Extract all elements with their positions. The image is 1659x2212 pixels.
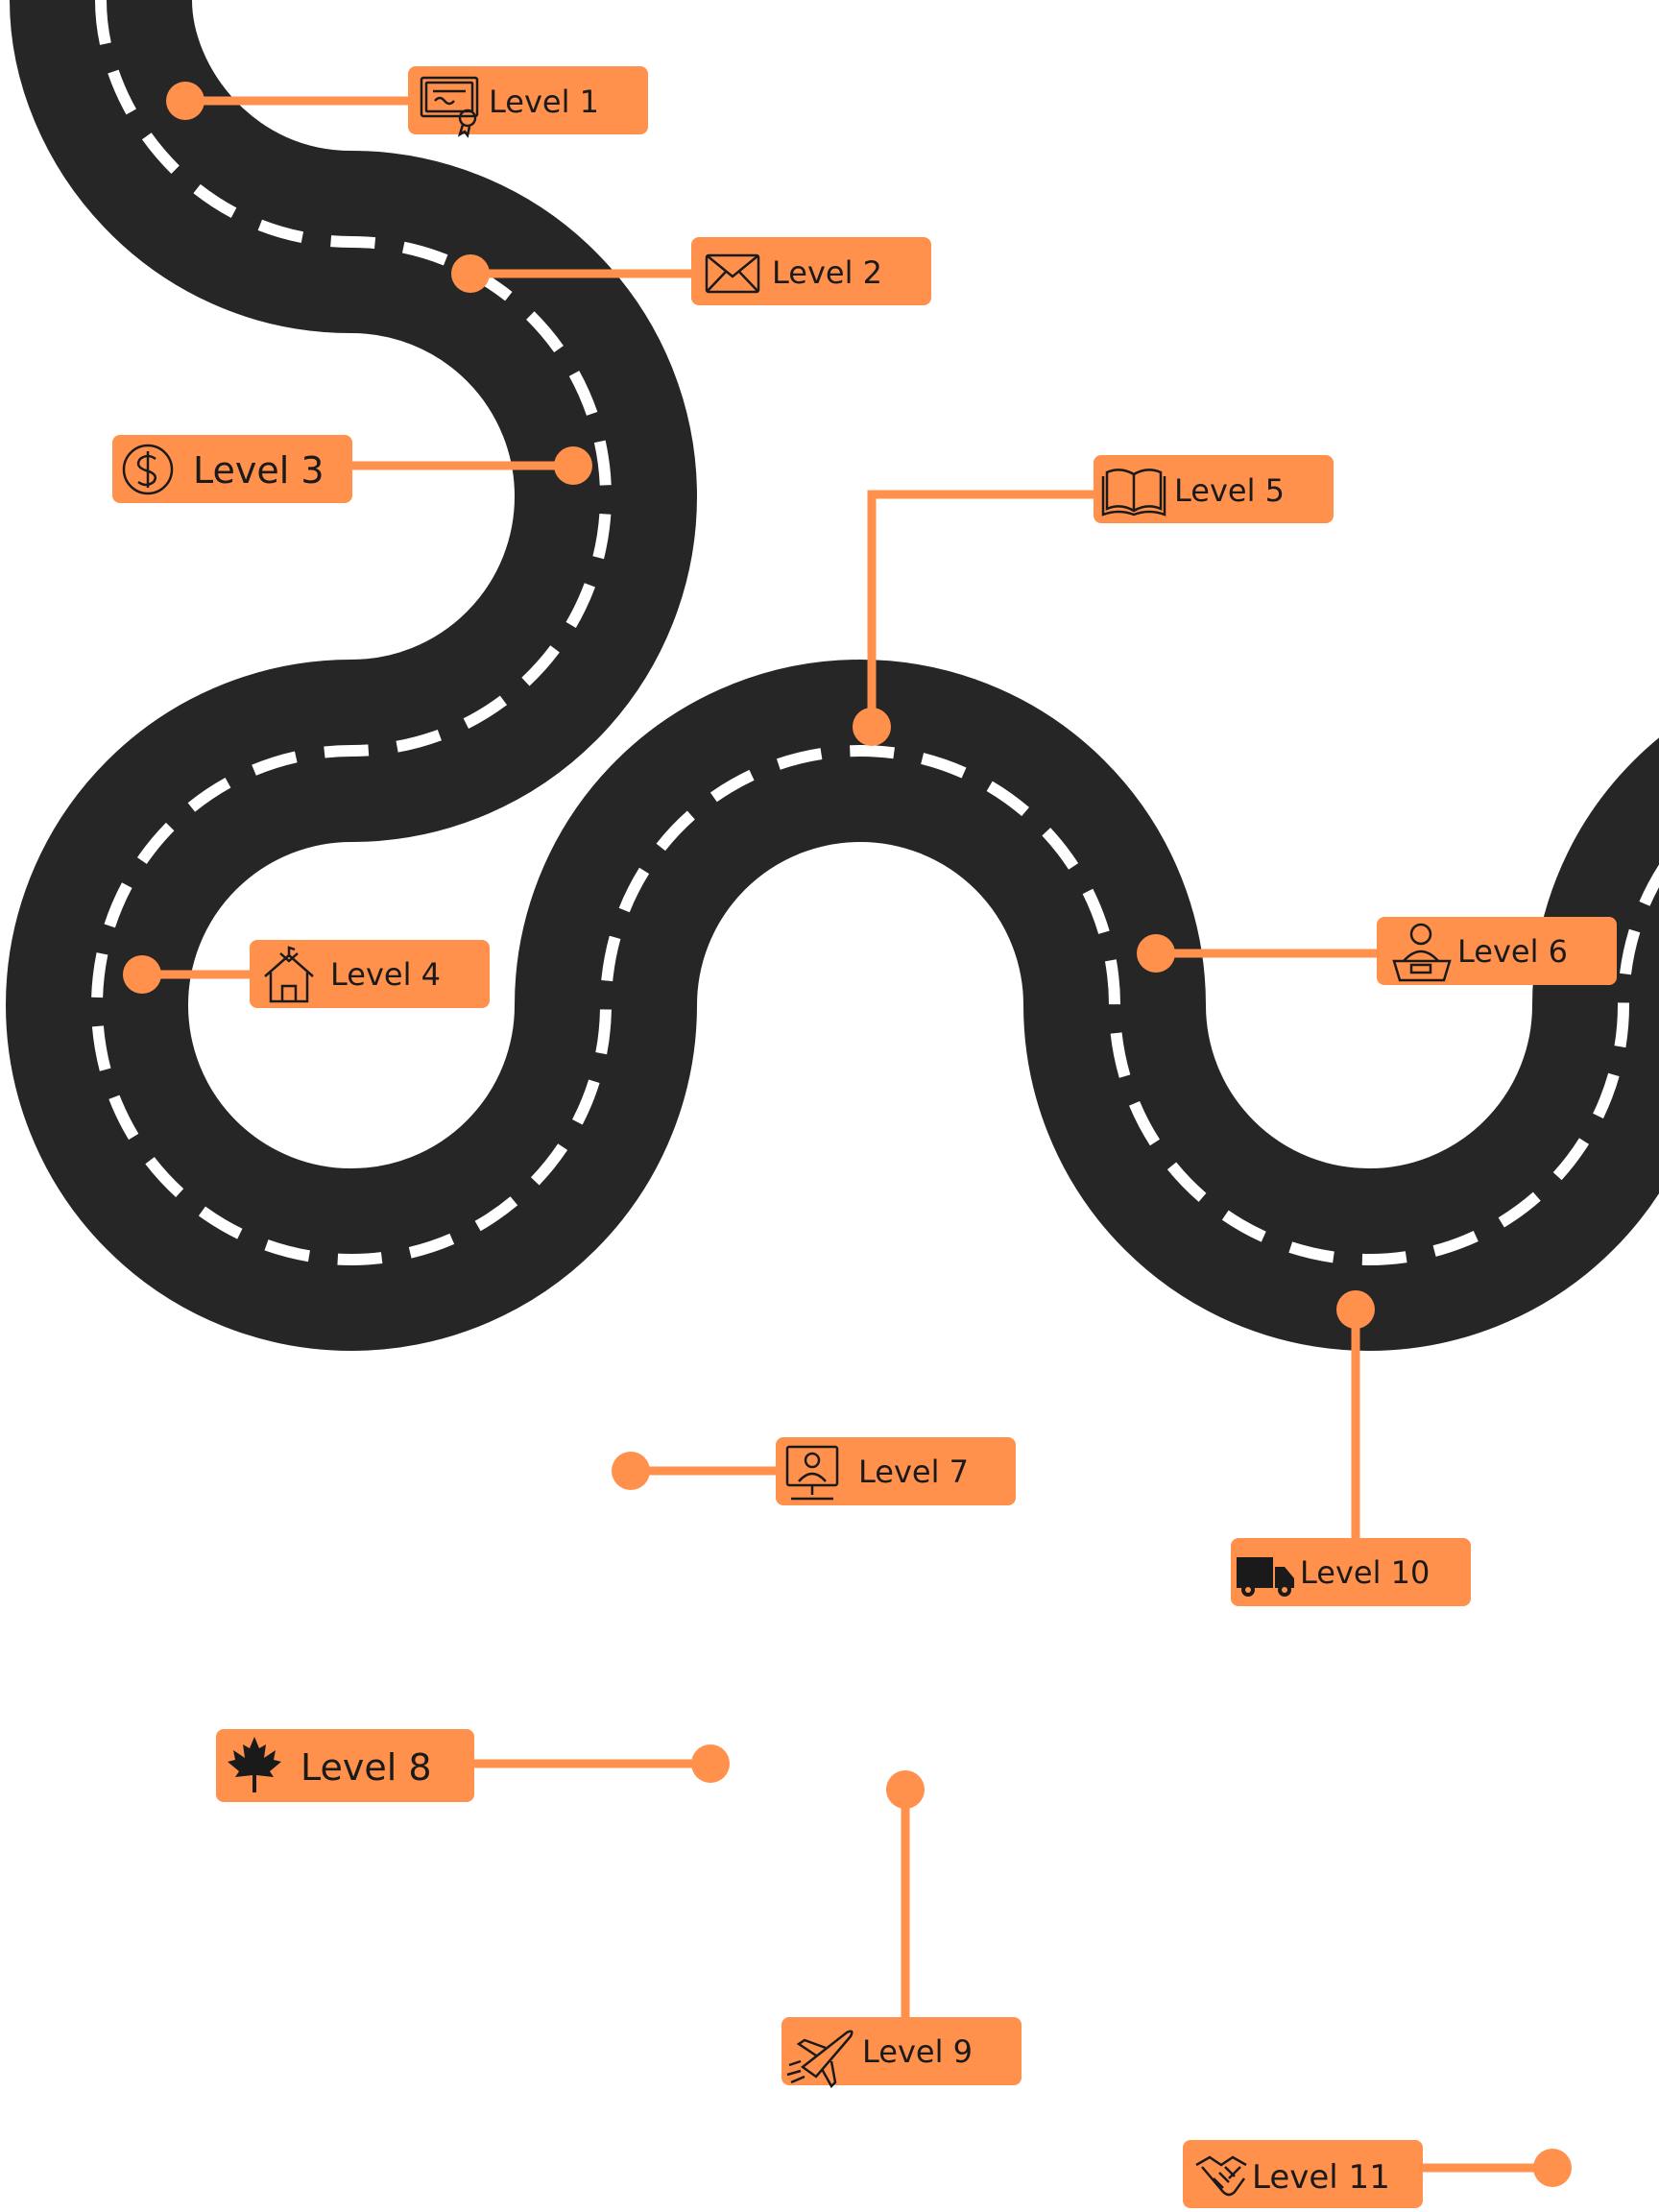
level-6-marker bbox=[1137, 934, 1175, 973]
level-8-text: Level 8 bbox=[301, 1746, 432, 1789]
level-9-text: Level 9 bbox=[862, 2033, 973, 2070]
level-11-text: Level 11 bbox=[1252, 2158, 1390, 2197]
level-5-text: Level 5 bbox=[1174, 472, 1285, 509]
level-5-connector bbox=[867, 490, 1094, 727]
open-book-icon bbox=[1101, 469, 1166, 517]
road bbox=[6, 0, 1659, 1351]
airplane-icon bbox=[786, 2030, 854, 2089]
delivery-truck-icon bbox=[1237, 1557, 1294, 1597]
level-10-marker bbox=[1336, 1290, 1375, 1329]
level-7-label: Level 7 bbox=[776, 1437, 1016, 1505]
level-9-label: Level 9 bbox=[781, 2017, 1022, 2089]
level-3-box bbox=[112, 435, 352, 503]
level-1-text: Level 1 bbox=[489, 84, 599, 120]
level-6-text: Level 6 bbox=[1457, 933, 1568, 970]
level-10-text: Level 10 bbox=[1300, 1554, 1430, 1591]
level-1-marker bbox=[166, 82, 204, 120]
level-6-label: Level 6 bbox=[1377, 917, 1617, 985]
level-6-box bbox=[1377, 917, 1617, 985]
level-7-marker bbox=[612, 1452, 650, 1490]
level-8-marker bbox=[691, 1744, 730, 1783]
level-5-marker bbox=[853, 708, 891, 746]
level-2-text: Level 2 bbox=[772, 254, 882, 291]
level-2-marker bbox=[451, 254, 490, 293]
level-4-label: Level 4 bbox=[250, 940, 490, 1008]
certificate-icon bbox=[420, 76, 479, 138]
level-4-text: Level 4 bbox=[330, 956, 441, 993]
level-9-marker bbox=[886, 1770, 925, 1809]
envelope-icon bbox=[705, 253, 760, 294]
level-2-label: Level 2 bbox=[691, 237, 931, 305]
handshake-icon bbox=[1195, 2155, 1247, 2197]
level-10-label: Level 10 bbox=[1231, 1538, 1471, 1606]
level-9-box bbox=[781, 2017, 1022, 2085]
level-8-label: Level 8 bbox=[216, 1729, 474, 1802]
level-4-marker bbox=[123, 955, 161, 994]
level-11-label: Level 11 bbox=[1183, 2140, 1423, 2208]
level-labels: Level 1 Level 2 Level 3 bbox=[112, 66, 1617, 2208]
level-1-label: Level 1 bbox=[408, 66, 648, 138]
level-11-box bbox=[1183, 2140, 1423, 2208]
level-3-label: Level 3 bbox=[112, 435, 352, 503]
school-house-icon bbox=[264, 946, 314, 1003]
level-7-box bbox=[776, 1437, 1016, 1505]
level-8-box bbox=[216, 1729, 474, 1802]
road-markers bbox=[123, 82, 1572, 2187]
video-call-icon bbox=[785, 1445, 839, 1501]
level-3-marker bbox=[554, 446, 592, 485]
level-5-label: Level 5 bbox=[1094, 455, 1334, 523]
connector-lines bbox=[142, 96, 1552, 2173]
lane-markings bbox=[91, 0, 1659, 1266]
level-4-box bbox=[250, 940, 490, 1008]
dollar-icon bbox=[122, 444, 174, 495]
level-7-text: Level 7 bbox=[858, 1454, 969, 1490]
person-at-desk-icon bbox=[1392, 923, 1452, 982]
level-11-marker bbox=[1533, 2149, 1572, 2187]
level-3-text: Level 3 bbox=[193, 449, 325, 492]
maple-leaf-icon bbox=[228, 1737, 281, 1792]
